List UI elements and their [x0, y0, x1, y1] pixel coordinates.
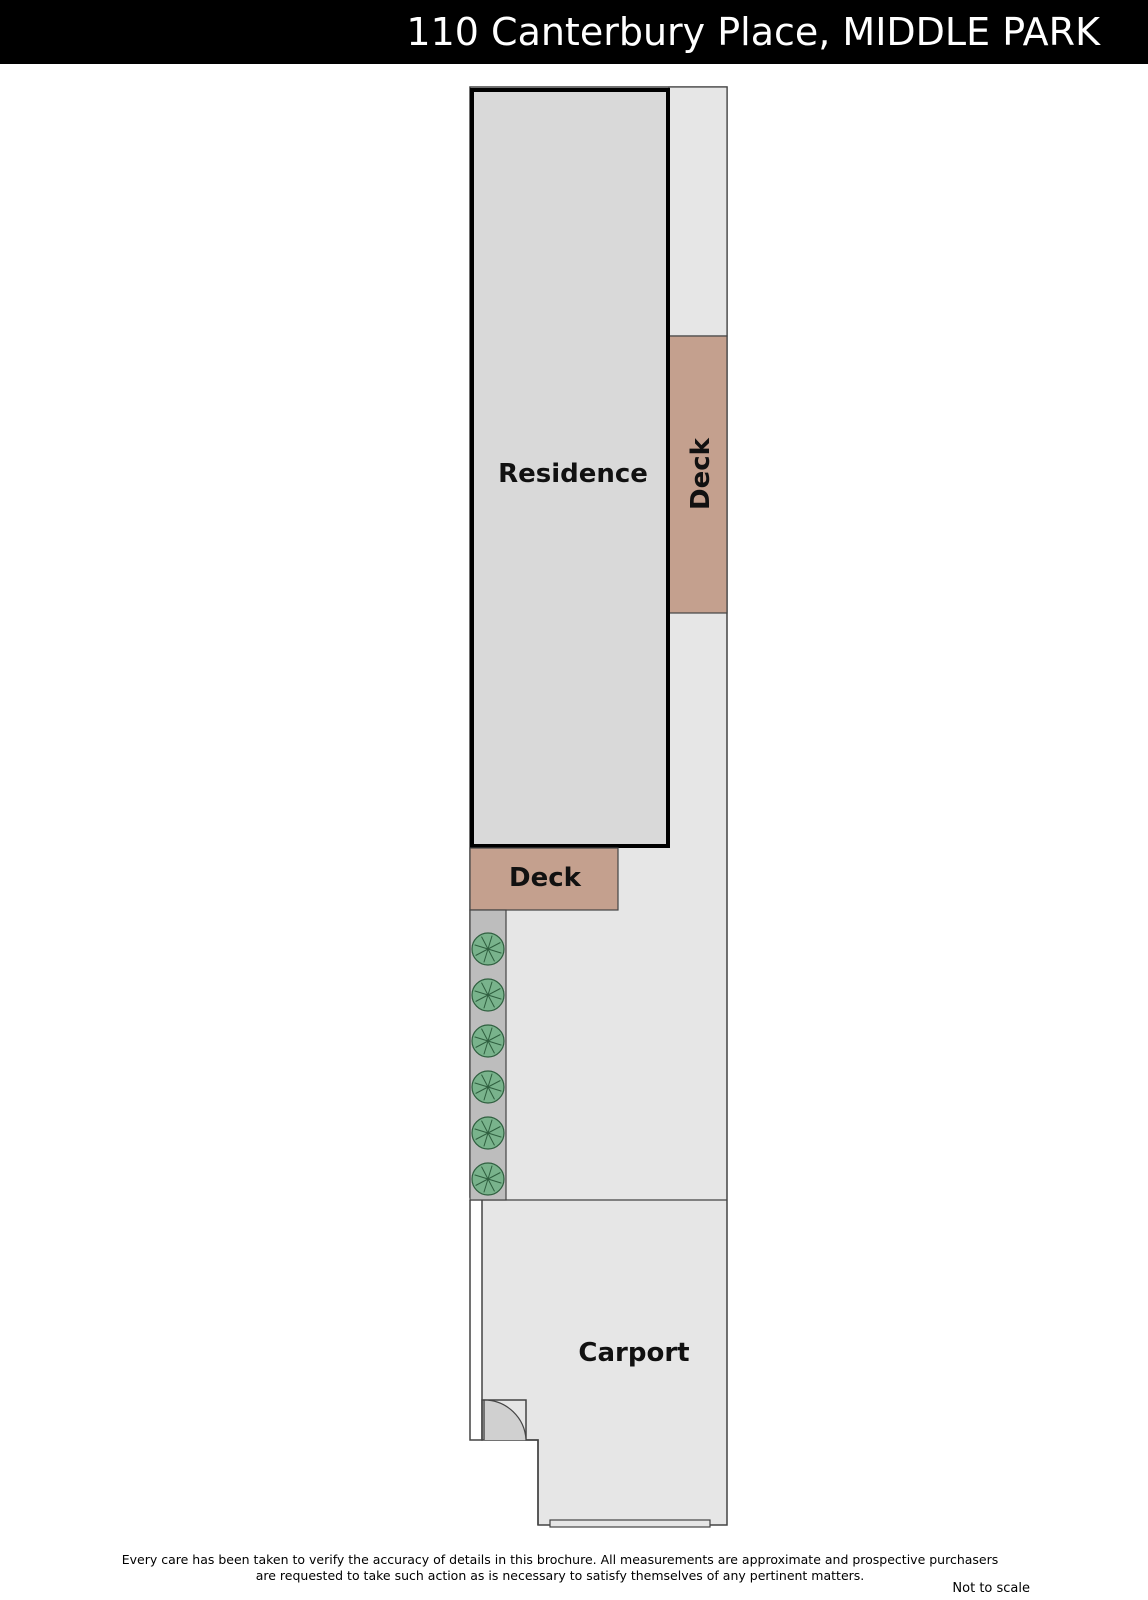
shrub-row — [471, 932, 505, 1196]
carport-outline — [469, 1200, 539, 1525]
carport-gate — [549, 1519, 711, 1528]
shrub-icon — [471, 1024, 505, 1058]
shrub-icon — [471, 932, 505, 966]
shrub-icon — [471, 1116, 505, 1150]
side-deck-label: Deck — [686, 437, 716, 510]
disclaimer-line-2: are requested to take such action as is … — [255, 1568, 865, 1583]
carport-label: Carport — [578, 1338, 689, 1368]
disclaimer: Every care has been taken to verify the … — [60, 1552, 1060, 1584]
rear-deck — [469, 847, 619, 911]
residence-label: Residence — [498, 459, 648, 489]
side-path — [668, 86, 728, 337]
site-plan: Residence Deck Deck Carport — [469, 86, 728, 1528]
disclaimer-line-1: Every care has been taken to verify the … — [121, 1552, 999, 1567]
address-title: 110 Canterbury Place, MIDDLE PARK — [406, 10, 1100, 54]
scale-note: Not to scale — [952, 1581, 1030, 1596]
door-swing — [483, 1399, 527, 1441]
rear-deck-label: Deck — [509, 863, 582, 893]
shrub-icon — [471, 978, 505, 1012]
shrub-icon — [471, 1070, 505, 1104]
header-bar: 110 Canterbury Place, MIDDLE PARK — [0, 0, 1148, 64]
residence-block — [470, 88, 670, 848]
side-deck — [668, 335, 728, 614]
shrub-icon — [471, 1162, 505, 1196]
